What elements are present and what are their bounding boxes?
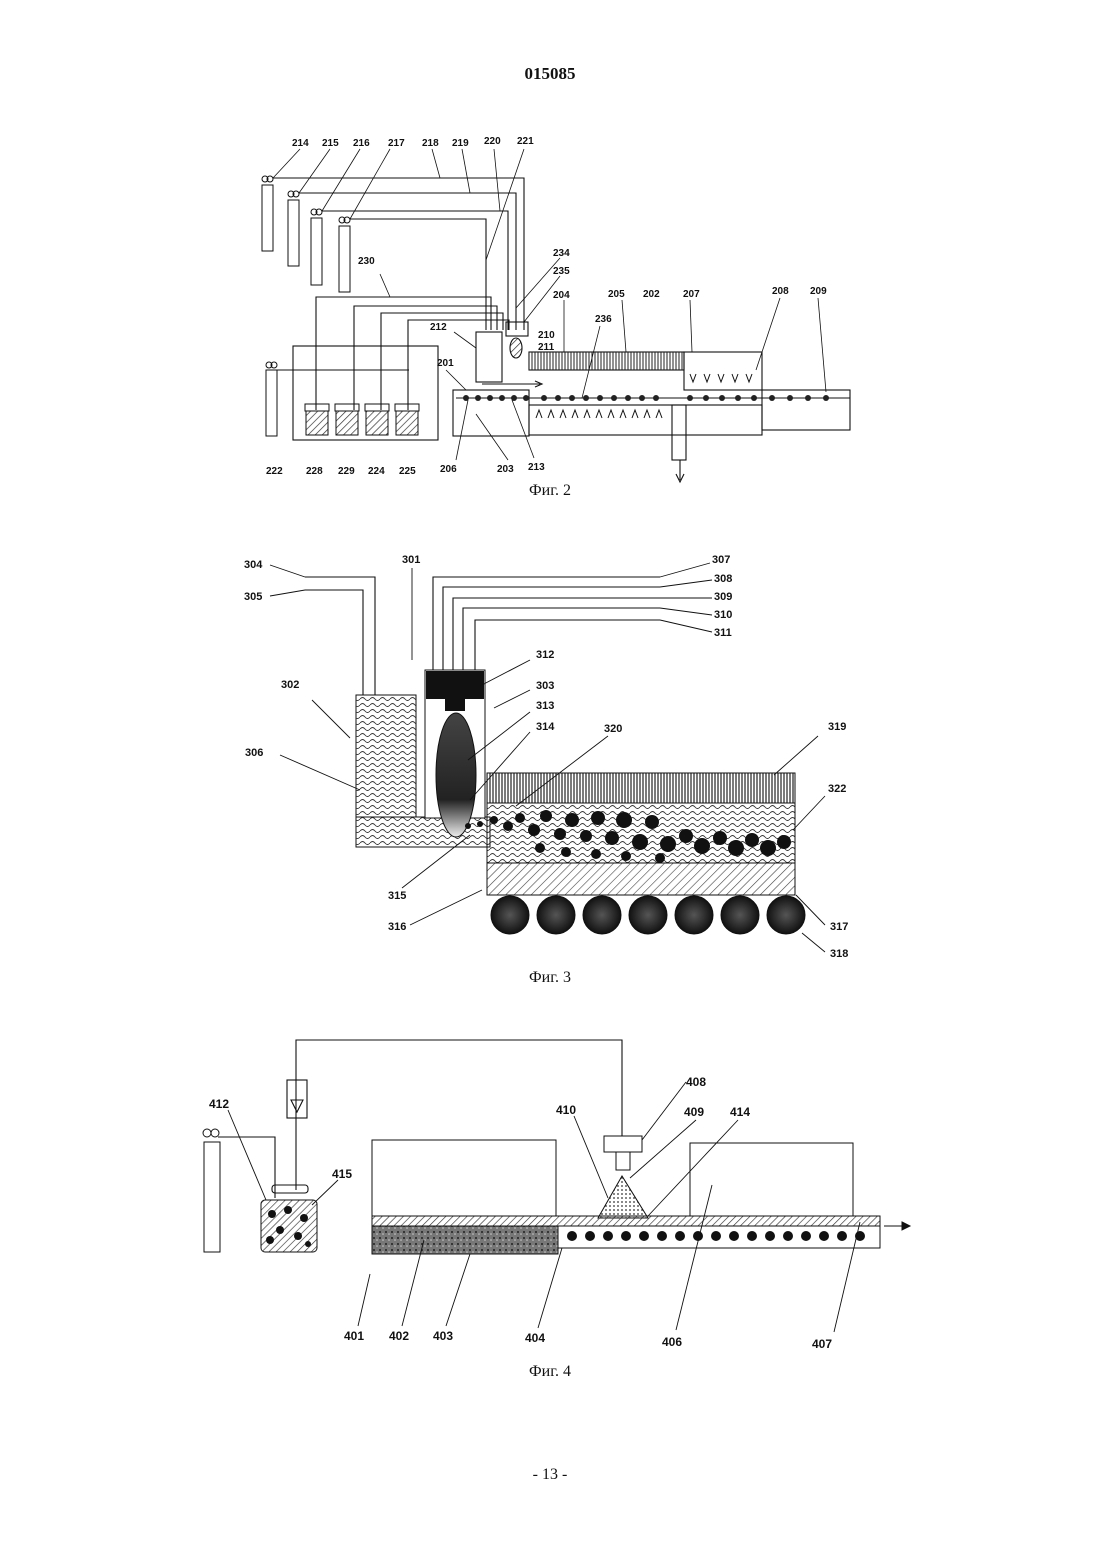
deposit-cone-410: [598, 1176, 648, 1218]
label-412: 412: [209, 1097, 229, 1111]
label-210: 210: [538, 330, 555, 341]
spray-nozzle: [616, 1152, 630, 1170]
label-305: 305: [244, 591, 262, 603]
reservoir-302: [356, 695, 416, 817]
label-401: 401: [344, 1329, 364, 1343]
label-315: 315: [388, 890, 406, 902]
output-arrow-icon: [884, 1222, 910, 1230]
glass-ribbon: [372, 1216, 880, 1226]
particles-fig4: [567, 1231, 865, 1241]
chamber-left: [372, 1140, 556, 1216]
base-layer-317: [487, 863, 795, 895]
label-211: 211: [538, 342, 555, 353]
label-314: 314: [536, 721, 555, 733]
document-number: 015085: [0, 64, 1100, 84]
label-221: 221: [517, 136, 534, 147]
label-406: 406: [662, 1335, 682, 1349]
label-320: 320: [604, 723, 622, 735]
label-217: 217: [388, 138, 405, 149]
gas-cylinder-group: [262, 176, 350, 436]
feed-channel-315: [356, 817, 490, 847]
label-204: 204: [553, 290, 570, 301]
label-403: 403: [433, 1329, 453, 1343]
chamber-right: [690, 1143, 853, 1216]
label-228: 228: [306, 466, 323, 477]
label-410: 410: [556, 1103, 576, 1117]
figure-2-caption: Фиг. 2: [0, 482, 1100, 500]
figure-2-drawing: 214 215 216 217 218 219 220 221 234 235 …: [0, 120, 1100, 490]
page-number: - 13 -: [0, 1466, 1100, 1484]
label-216: 216: [353, 138, 370, 149]
label-311: 311: [714, 627, 732, 639]
label-236: 236: [595, 314, 612, 325]
label-203: 203: [497, 464, 514, 475]
label-219: 219: [452, 138, 469, 149]
label-322: 322: [828, 783, 846, 795]
label-230: 230: [358, 256, 375, 267]
burner-nozzle: [445, 699, 465, 711]
label-212: 212: [430, 322, 447, 333]
figure-4-caption: Фиг. 4: [0, 1363, 1100, 1381]
label-220: 220: [484, 136, 501, 147]
figure-3-caption: Фиг. 3: [0, 969, 1100, 987]
label-316: 316: [388, 921, 406, 933]
label-207: 207: [683, 289, 700, 300]
label-301: 301: [402, 554, 420, 566]
label-304: 304: [244, 559, 263, 571]
burner-head-312: [426, 671, 484, 699]
label-319: 319: [828, 721, 846, 733]
gas-cylinder-fig4: [203, 1129, 220, 1252]
label-225: 225: [399, 466, 416, 477]
label-235: 235: [553, 266, 570, 277]
label-302: 302: [281, 679, 299, 691]
label-205: 205: [608, 289, 625, 300]
precursor-flasks: [305, 404, 419, 435]
feed-line-fig4: [218, 1040, 622, 1198]
spray-head-408: [604, 1136, 642, 1152]
label-218: 218: [422, 138, 439, 149]
label-306: 306: [245, 747, 263, 759]
label-312: 312: [536, 649, 554, 661]
rollers-318: [491, 896, 805, 934]
label-234: 234: [553, 248, 570, 259]
slurry-flask-415: [261, 1200, 317, 1252]
label-202: 202: [643, 289, 660, 300]
label-318: 318: [830, 948, 848, 960]
label-309: 309: [714, 591, 732, 603]
label-222: 222: [266, 466, 283, 477]
label-213: 213: [528, 462, 545, 473]
label-214: 214: [292, 138, 309, 149]
label-307: 307: [712, 554, 730, 566]
gas-lines: [273, 178, 524, 440]
label-206: 206: [440, 464, 457, 475]
label-224: 224: [368, 466, 385, 477]
molten-bath-403: [372, 1226, 558, 1254]
label-402: 402: [389, 1329, 409, 1343]
label-317: 317: [830, 921, 848, 933]
label-414: 414: [730, 1105, 750, 1119]
label-208: 208: [772, 286, 789, 297]
label-308: 308: [714, 573, 732, 585]
figure-4-drawing: 412 408 410 409 414 415 401 402 403 404 …: [0, 1030, 1100, 1358]
label-409: 409: [684, 1105, 704, 1119]
label-415: 415: [332, 1167, 352, 1181]
label-404: 404: [525, 1331, 545, 1345]
label-408: 408: [686, 1075, 706, 1089]
label-313: 313: [536, 700, 554, 712]
label-209: 209: [810, 286, 827, 297]
label-407: 407: [812, 1337, 832, 1351]
label-229: 229: [338, 466, 355, 477]
top-layer-319: [487, 773, 795, 803]
flame-313: [436, 713, 476, 837]
figure-3-drawing: 304 305 301 307 308 309 310 311 312 302 …: [0, 540, 1100, 965]
label-310: 310: [714, 609, 732, 621]
label-201: 201: [437, 358, 454, 369]
figure-4-leaders: [228, 1082, 860, 1332]
label-215: 215: [322, 138, 339, 149]
label-303: 303: [536, 680, 554, 692]
